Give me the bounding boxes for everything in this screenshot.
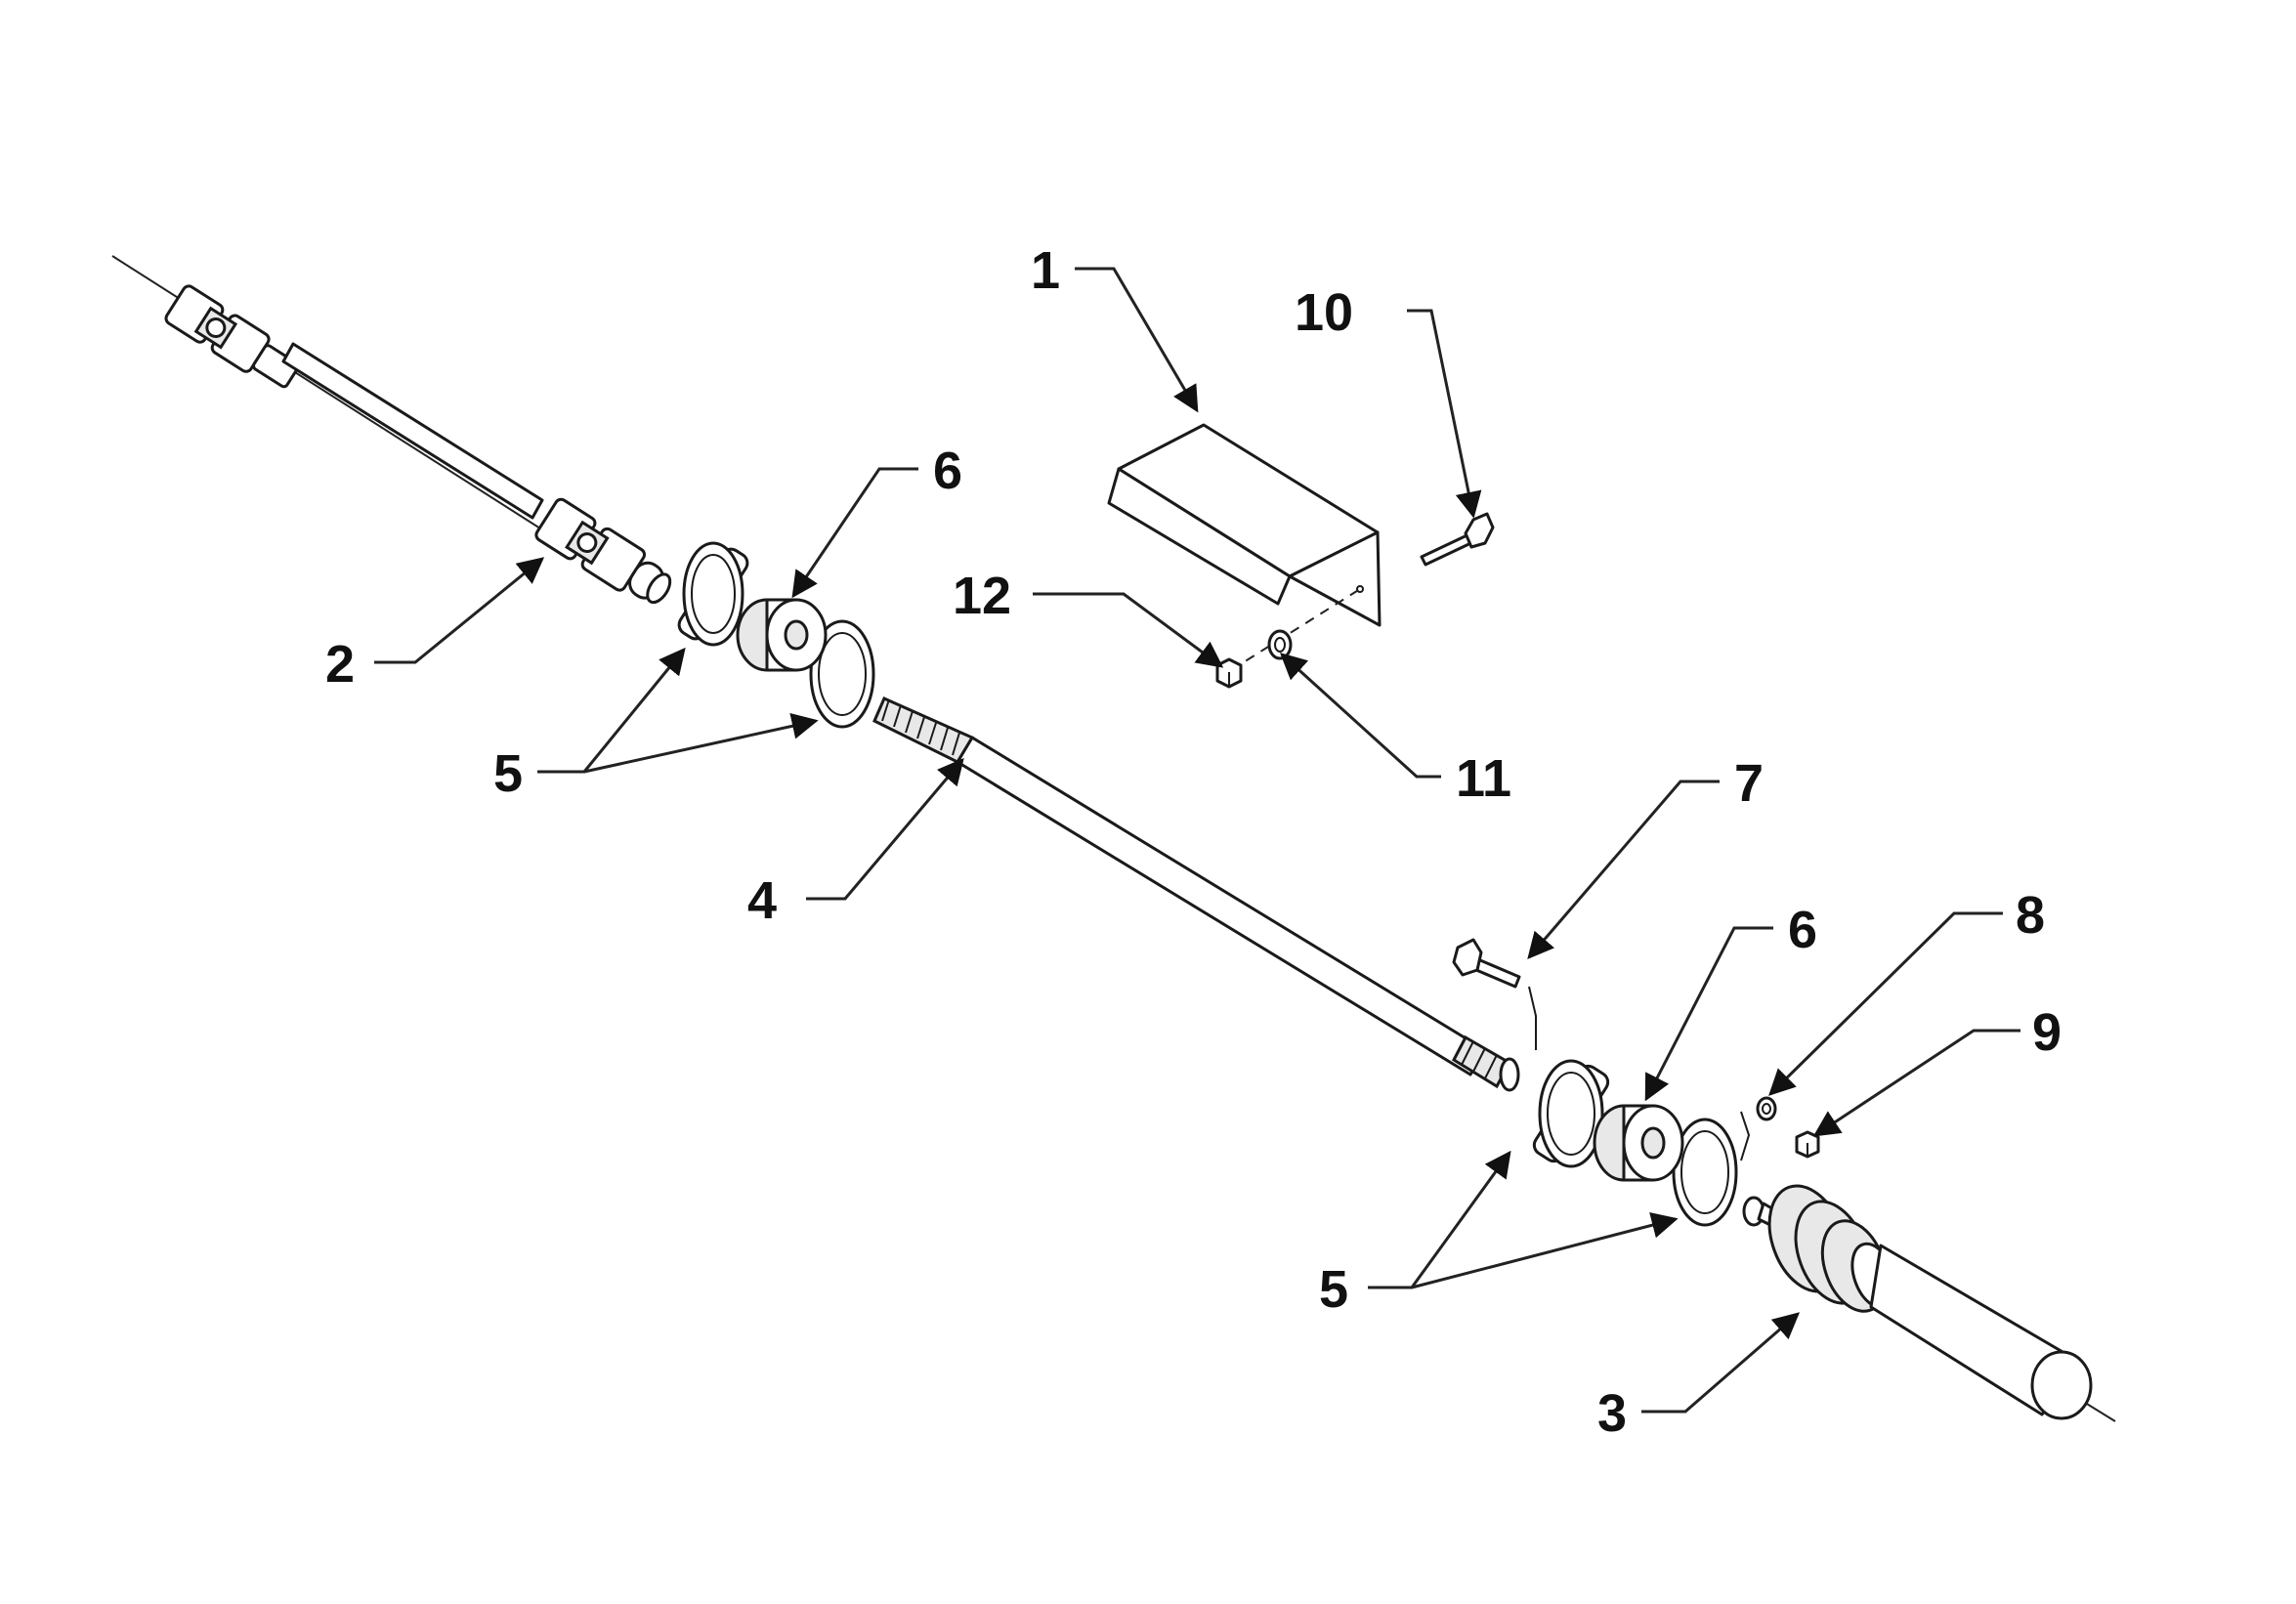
lower-flange-bearing-left [1532, 1059, 1610, 1168]
heat-shield-bolt [1420, 512, 1495, 567]
callout-9: 9 [2032, 1003, 2062, 1062]
fastener-path [1230, 588, 1361, 671]
lower-washer [1756, 1096, 1777, 1121]
leader-10 [1407, 309, 1482, 519]
callout-1: 1 [1031, 241, 1060, 300]
shield-nut [1215, 657, 1243, 689]
callout-labels: 1 2 3 4 5 5 6 6 7 8 9 10 11 12 [325, 241, 2062, 1443]
callout-6-upper: 6 [933, 442, 962, 500]
callout-3: 3 [1597, 1384, 1627, 1443]
callout-7: 7 [1734, 754, 1764, 813]
leader-6a [791, 467, 918, 599]
callout-10: 10 [1295, 283, 1353, 342]
steering-gear-with-boot [1742, 1184, 2093, 1420]
callout-4: 4 [747, 871, 777, 930]
shield-washer [1267, 629, 1293, 660]
leader-5a-right [583, 713, 819, 774]
lower-bolt [1452, 938, 1537, 1050]
upper-flange-bearing-left [677, 541, 749, 647]
callout-11: 11 [1456, 749, 1511, 808]
leader-4 [806, 757, 964, 901]
leader-5b-right [1411, 1212, 1679, 1289]
leader-9 [1812, 1029, 2020, 1137]
leader-1 [1075, 267, 1199, 413]
heat-shield [1107, 423, 1382, 627]
intermediate-splined-shaft [872, 696, 1520, 1092]
lower-rubber-bushing [1593, 1104, 1684, 1182]
leader-lines [374, 267, 2020, 1414]
callout-6-lower: 6 [1788, 901, 1817, 959]
lower-flange-bearing-right [1672, 1118, 1738, 1227]
callout-5-upper: 5 [493, 744, 523, 803]
lower-nut [1795, 1130, 1820, 1159]
callout-2: 2 [325, 635, 355, 694]
leader-12 [1033, 592, 1224, 668]
upper-shaft-with-u-joints [164, 284, 672, 605]
callout-12: 12 [953, 567, 1011, 625]
leader-6b [1644, 926, 1773, 1102]
upper-flange-bearing-right [809, 619, 875, 729]
leader-8 [1768, 911, 2003, 1096]
leader-2 [374, 557, 545, 664]
upper-rubber-bushing [736, 598, 828, 672]
leader-3 [1641, 1312, 1801, 1414]
leader-11 [1279, 653, 1441, 779]
lower-bracket [1740, 1111, 1751, 1161]
callout-8: 8 [2016, 886, 2045, 945]
leader-7 [1527, 780, 1720, 960]
callout-5-lower: 5 [1319, 1260, 1348, 1319]
